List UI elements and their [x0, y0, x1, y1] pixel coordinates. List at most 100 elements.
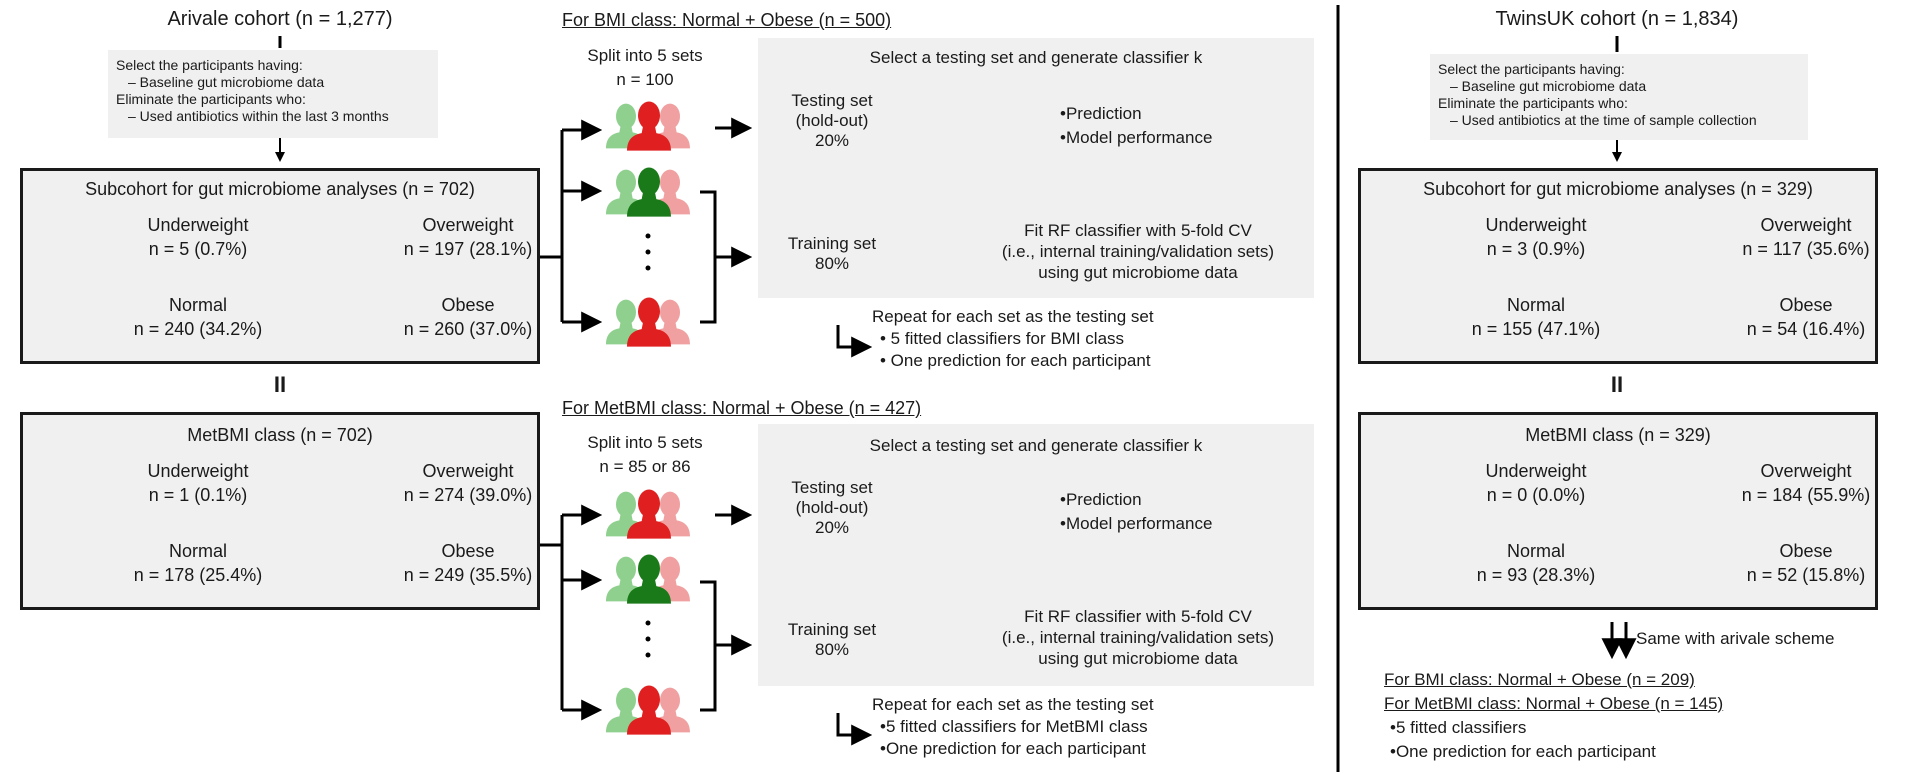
underweight-count: n = 3 (0.9%) — [1486, 239, 1586, 259]
performance-output: •Model performance — [1060, 128, 1213, 147]
twinsuk-summary: For BMI class: Normal + Obese (n = 209) … — [1384, 668, 1723, 764]
obese-label: Obese — [441, 295, 495, 315]
person-group-testing — [606, 101, 690, 151]
obese-count: n = 249 (35.5%) — [403, 565, 533, 585]
criteria-line: Eliminate the participants who: — [1438, 95, 1628, 111]
repeat-arrow — [836, 713, 873, 746]
performance-output: •Model performance — [1060, 514, 1213, 533]
testing-line: 20% — [814, 131, 850, 150]
criteria-line: – Baseline gut microbiome data — [1450, 78, 1647, 94]
summary-line: For BMI class: Normal + Obese (n = 209) — [1384, 670, 1695, 689]
summary-line: For MetBMI class: Normal + Obese (n = 14… — [1384, 694, 1724, 713]
twinsuk-criteria-box: Select the participants having: – Baseli… — [1430, 54, 1808, 140]
fit-classifier-text: Fit RF classifier with 5-fold CV (i.e., … — [958, 220, 1318, 283]
overweight-count: n = 117 (35.6%) — [1742, 239, 1870, 259]
metbmi-repeat-text: Repeat for each set as the testing set •… — [872, 694, 1154, 760]
criteria-line: – Used antibiotics within the last 3 mon… — [128, 108, 389, 124]
testing-line: 20% — [814, 518, 850, 537]
repeat-arrow — [836, 325, 873, 358]
testing-line: (hold-out) — [795, 111, 869, 130]
panel-title: Subcohort for gut microbiome analyses (n… — [85, 179, 475, 199]
underweight-label: Underweight — [1485, 461, 1587, 481]
split-label: Split into 5 sets — [587, 46, 703, 65]
obese-label: Obese — [1779, 295, 1833, 315]
overweight-label: Overweight — [422, 215, 514, 235]
repeat-line: Repeat for each set as the testing set — [872, 307, 1154, 326]
bmi-flow-header: For BMI class: Normal + Obese (n = 500) — [562, 10, 892, 30]
testing-line: Testing set — [791, 478, 873, 497]
ellipsis-dots — [645, 620, 651, 658]
overweight-count: n = 274 (39.0%) — [403, 485, 533, 505]
criteria-line: – Baseline gut microbiome data — [128, 74, 325, 90]
same-scheme-arrows — [1601, 622, 1637, 660]
person-group-training — [606, 297, 690, 347]
person-group-training — [606, 554, 690, 604]
training-line: Training set — [787, 620, 877, 639]
training-set-label: Training set 80% — [762, 234, 902, 274]
equals-sign: II — [1610, 372, 1624, 397]
normal-count: n = 93 (28.3%) — [1476, 565, 1596, 585]
twinsuk-bmi-panel: Subcohort for gut microbiome analyses (n… — [1358, 168, 1878, 364]
obese-label: Obese — [441, 541, 495, 561]
overweight-count: n = 197 (28.1%) — [403, 239, 533, 259]
split-count: n = 100 — [616, 70, 674, 89]
overweight-label: Overweight — [1760, 461, 1852, 481]
underweight-label: Underweight — [147, 215, 249, 235]
arivale-cohort-title: Arivale cohort (n = 1,277) — [167, 8, 393, 30]
metbmi-split-tree — [540, 504, 753, 721]
overweight-label: Overweight — [422, 461, 514, 481]
person-group-training — [606, 167, 690, 217]
repeat-line: • One prediction for each participant — [880, 351, 1151, 370]
repeat-line: •One prediction for each participant — [880, 739, 1146, 758]
training-line: Training set — [787, 234, 877, 253]
split-count: n = 85 or 86 — [599, 457, 691, 476]
underweight-label: Underweight — [1485, 215, 1587, 235]
testing-line: Testing set — [791, 91, 873, 110]
overweight-label: Overweight — [1760, 215, 1852, 235]
normal-label: Normal — [1506, 295, 1565, 315]
obese-count: n = 54 (16.4%) — [1746, 319, 1866, 339]
panel-title: Subcohort for gut microbiome analyses (n… — [1423, 179, 1813, 199]
summary-line: •One prediction for each participant — [1390, 742, 1656, 761]
panel-title: MetBMI class (n = 702) — [187, 425, 373, 445]
training-line: 80% — [814, 254, 850, 273]
arivale-metbmi-panel: MetBMI class (n = 702) Underweight n = 1… — [20, 412, 540, 610]
ellipsis-dots — [645, 233, 651, 271]
arivale-bmi-panel: Subcohort for gut microbiome analyses (n… — [20, 168, 540, 364]
testing-set-label: Testing set (hold-out) 20% — [762, 91, 902, 151]
panel-title: MetBMI class (n = 329) — [1525, 425, 1711, 445]
underweight-count: n = 5 (0.7%) — [148, 239, 248, 259]
normal-label: Normal — [1506, 541, 1565, 561]
criteria-line: – Used antibiotics at the time of sample… — [1450, 112, 1757, 128]
bmi-split-tree — [540, 117, 753, 333]
training-set-label: Training set 80% — [762, 620, 902, 660]
repeat-line: Repeat for each set as the testing set — [872, 695, 1154, 714]
select-title: Select a testing set and generate classi… — [869, 436, 1203, 455]
underweight-count: n = 1 (0.1%) — [148, 485, 248, 505]
repeat-line: •5 fitted classifiers for MetBMI class — [880, 717, 1148, 736]
criteria-line: Eliminate the participants who: — [116, 91, 306, 107]
equals-sign: II — [273, 372, 287, 397]
bmi-repeat-text: Repeat for each set as the testing set •… — [872, 306, 1154, 372]
normal-label: Normal — [168, 541, 227, 561]
normal-count: n = 178 (25.4%) — [133, 565, 263, 585]
criteria-line: Select the participants having: — [1438, 61, 1625, 77]
split-label: Split into 5 sets — [587, 433, 703, 452]
obese-count: n = 52 (15.8%) — [1746, 565, 1866, 585]
person-group-testing — [606, 489, 690, 539]
fit-line: using gut microbiome data — [1038, 263, 1238, 282]
testing-set-label: Testing set (hold-out) 20% — [762, 478, 902, 538]
fit-line: using gut microbiome data — [1038, 649, 1238, 668]
fit-line: (i.e., internal training/validation sets… — [1001, 628, 1275, 647]
normal-label: Normal — [168, 295, 227, 315]
fit-classifier-text: Fit RF classifier with 5-fold CV (i.e., … — [958, 606, 1318, 669]
prediction-output: •Prediction — [1060, 490, 1142, 509]
repeat-line: • 5 fitted classifiers for BMI class — [880, 329, 1125, 348]
twinsuk-metbmi-panel: MetBMI class (n = 329) Underweight n = 0… — [1358, 412, 1878, 610]
summary-line: •5 fitted classifiers — [1390, 718, 1527, 737]
prediction-output: •Prediction — [1060, 104, 1142, 123]
metbmi-classifier-box: Select a testing set and generate classi… — [758, 424, 1314, 686]
underweight-label: Underweight — [147, 461, 249, 481]
testing-line: (hold-out) — [795, 498, 869, 517]
underweight-count: n = 0 (0.0%) — [1486, 485, 1586, 505]
